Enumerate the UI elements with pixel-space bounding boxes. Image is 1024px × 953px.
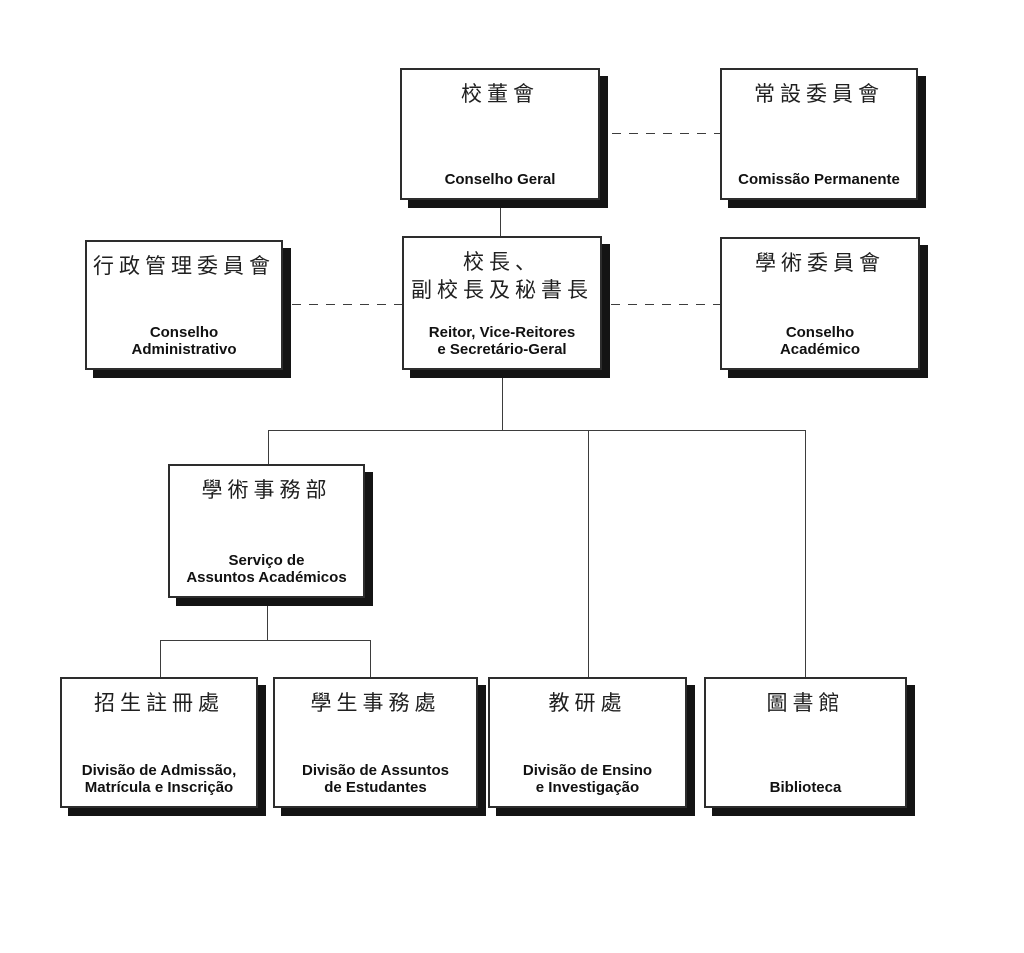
- dashed-connector-geral-permanente: [612, 133, 720, 134]
- connector-main-branch: [268, 430, 806, 431]
- dashed-connector-administrativo-reitor: [292, 304, 402, 305]
- node-title-zh: 校長、 副校長及秘書長: [411, 251, 593, 303]
- node-title-zh: 教研處: [548, 692, 627, 715]
- node-title-pt: Divisão de Ensino e Investigação: [522, 761, 653, 796]
- org-node-servico-assuntos-academicos: 學術事務部 Serviço de Assuntos Académicos: [168, 464, 365, 598]
- node-title-zh: 常設委員會: [754, 83, 884, 106]
- node-title-pt: Conselho Académico: [779, 323, 861, 358]
- node-title-zh: 學術事務部: [201, 479, 332, 502]
- org-node-biblioteca: 圖書館 Biblioteca: [704, 677, 907, 808]
- org-node-conselho-geral: 校董會 Conselho Geral: [400, 68, 600, 200]
- connector-to-biblioteca: [805, 430, 806, 677]
- node-title-pt: Biblioteca: [769, 778, 842, 796]
- node-title-zh: 學生事務處: [310, 692, 441, 715]
- connector-servico-down: [267, 598, 268, 640]
- connector-to-servico-academicos: [268, 430, 269, 464]
- node-title-pt: Conselho Administrativo: [131, 323, 237, 358]
- node-title-zh: 圖書館: [766, 692, 845, 715]
- org-node-divisao-ensino-investigacao: 教研處 Divisão de Ensino e Investigação: [488, 677, 687, 808]
- connector-sub-branch: [160, 640, 370, 641]
- node-title-pt: Serviço de Assuntos Académicos: [186, 551, 347, 586]
- connector-geral-to-reitor: [500, 200, 501, 236]
- node-title-pt: Conselho Geral: [444, 170, 556, 188]
- node-title-zh: 行政管理委員會: [93, 255, 275, 278]
- node-title-zh: 招生註冊處: [94, 692, 224, 715]
- connector-reitor-down: [502, 370, 503, 430]
- connector-to-divisao-estudantes: [370, 640, 371, 677]
- node-title-pt: Reitor, Vice-Reitores e Secretário-Geral: [428, 323, 576, 358]
- node-title-pt: Divisão de Assuntos de Estudantes: [302, 761, 449, 796]
- node-title-zh: 校董會: [461, 83, 539, 106]
- connector-to-divisao-admissao: [160, 640, 161, 677]
- org-node-reitor-vice-reitores-secretario-geral: 校長、 副校長及秘書長 Reitor, Vice-Reitores e Secr…: [402, 236, 602, 370]
- connector-to-divisao-ensino: [588, 430, 589, 677]
- org-node-conselho-academico: 學術委員會 Conselho Académico: [720, 237, 920, 370]
- org-node-divisao-assuntos-estudantes: 學生事務處 Divisão de Assuntos de Estudantes: [273, 677, 478, 808]
- node-title-pt: Divisão de Admissão, Matrícula e Inscriç…: [81, 761, 237, 796]
- org-node-divisao-admissao-matricula-inscricao: 招生註冊處 Divisão de Admissão, Matrícula e I…: [60, 677, 258, 808]
- dashed-connector-reitor-academico: [611, 304, 720, 305]
- org-node-conselho-administrativo: 行政管理委員會 Conselho Administrativo: [85, 240, 283, 370]
- org-node-comissao-permanente: 常設委員會 Comissão Permanente: [720, 68, 918, 200]
- node-title-zh: 學術委員會: [755, 252, 885, 275]
- node-title-pt: Comissão Permanente: [738, 170, 900, 188]
